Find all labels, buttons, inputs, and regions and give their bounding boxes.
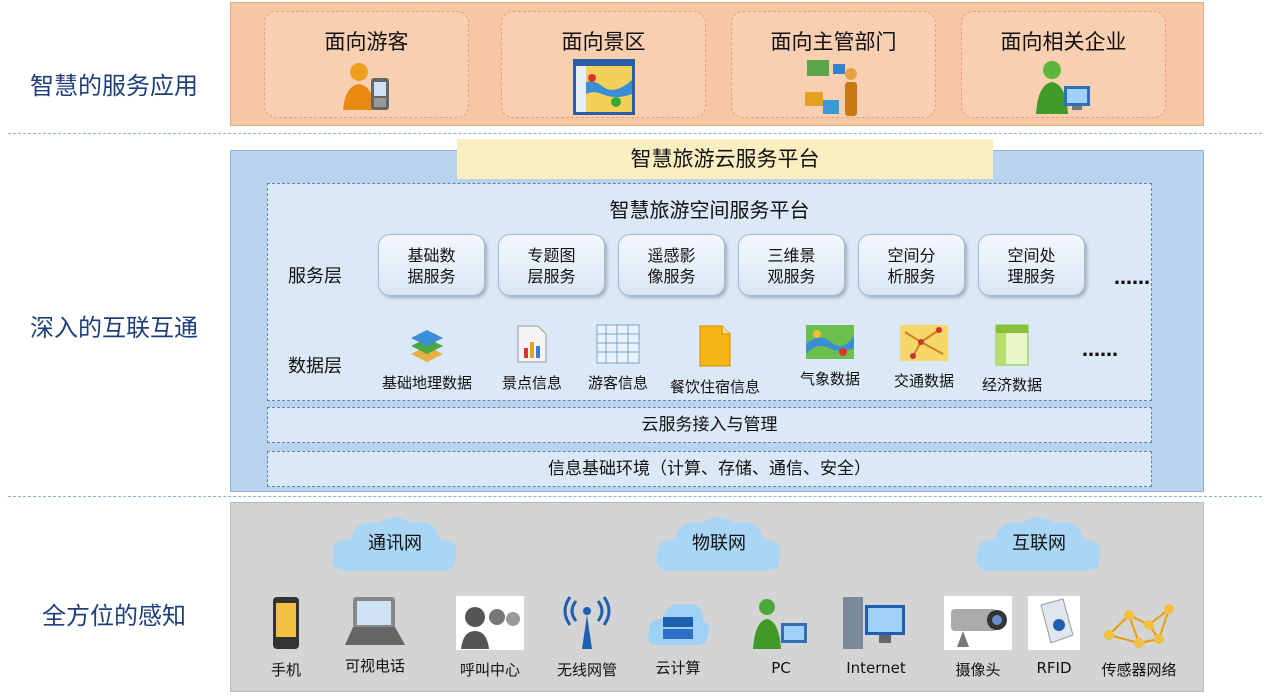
separator-bottom: [8, 496, 1262, 497]
call-center-icon: [455, 595, 525, 655]
service-layer-label: 服务层: [288, 266, 342, 287]
mobile-phone-icon: [271, 595, 301, 655]
data-item-scenic-spot: 景点信息: [502, 324, 562, 393]
row-title-service-application: 智慧的服务应用: [30, 72, 198, 100]
audience-label: 面向相关企业: [1000, 30, 1127, 54]
device-cloud-computing: 云计算: [645, 595, 711, 678]
audience-label: 面向游客: [324, 30, 409, 54]
data-item-economic: 经济数据: [982, 324, 1042, 395]
spatial-platform-title: 智慧旅游空间服务平台: [609, 198, 810, 222]
data-item-catering-lodging: 餐饮住宿信息: [670, 324, 760, 397]
infrastructure-environment: 信息基础环境（计算、存储、通信、安全）: [267, 451, 1152, 487]
audience-scenic-area: 面向景区: [501, 11, 706, 118]
service-spatial-analysis: 空间分析服务: [858, 234, 965, 296]
service-thematic-layer: 专题图层服务: [498, 234, 605, 296]
cloud-icon: [976, 517, 1101, 571]
device-internet: Internet: [841, 595, 911, 677]
interconnection-band: 智慧旅游云服务平台 智慧旅游空间服务平台 服务层 基础数据服务 专题图层服务 遥…: [230, 139, 1204, 492]
tourist-phone-icon: [339, 58, 395, 118]
network-map-icon: [894, 324, 954, 366]
device-camera: 摄像头: [943, 595, 1013, 680]
cloud-icon: [332, 517, 457, 571]
network-iot: 物联网: [651, 513, 787, 575]
separator-top: [8, 133, 1262, 134]
device-mobile: 手机: [271, 595, 301, 680]
network-internet: 互联网: [971, 513, 1107, 575]
device-rfid: RFID: [1027, 595, 1081, 677]
spatial-service-platform: 智慧旅游空间服务平台 服务层 基础数据服务 专题图层服务 遥感影像服务 三维景观…: [267, 183, 1152, 401]
audience-authority: 面向主管部门: [731, 11, 936, 118]
data-item-label: 游客信息: [588, 374, 649, 392]
weather-map-icon: [800, 324, 860, 364]
wireless-tower-icon: [557, 595, 617, 655]
data-item-label: 餐饮住宿信息: [670, 378, 761, 396]
scenic-map-icon: [572, 58, 636, 120]
cloud-service-platform-title: 智慧旅游云服务平台: [457, 139, 993, 179]
data-item-label: 经济数据: [982, 376, 1043, 394]
cloud-icon: [656, 517, 781, 571]
chart-document-icon: [502, 324, 562, 368]
service-application-band: 面向游客 面向景区 面向主管部门: [230, 2, 1204, 126]
data-item-weather: 气象数据: [800, 324, 860, 389]
network-label: 通讯网: [368, 533, 422, 554]
service-remote-sensing: 遥感影像服务: [618, 234, 725, 296]
layers-icon: [382, 324, 472, 368]
camera-icon: [943, 595, 1013, 655]
sensor-network-icon: [1099, 595, 1179, 655]
data-layer-label: 数据层: [288, 356, 342, 377]
device-call-center: 呼叫中心: [455, 595, 525, 680]
service-basic-data: 基础数据服务: [378, 234, 485, 296]
enterprise-user-icon: [1034, 58, 1094, 120]
data-item-basic-geo: 基础地理数据: [382, 324, 472, 393]
audience-label: 面向景区: [561, 30, 646, 54]
network-label: 物联网: [692, 533, 746, 554]
audience-tourist: 面向游客: [264, 11, 469, 118]
device-pc: PC: [751, 595, 811, 677]
document-icon: [670, 324, 760, 372]
internet-computer-icon: [841, 595, 911, 655]
device-sensor-network: 传感器网络: [1099, 595, 1179, 680]
device-wireless: 无线网管: [557, 595, 617, 680]
data-item-label: 景点信息: [502, 374, 563, 392]
audience-enterprise: 面向相关企业: [961, 11, 1166, 118]
row-title-perception: 全方位的感知: [42, 602, 186, 630]
authority-presenter-icon: [803, 58, 865, 122]
device-video-phone: 可视电话: [343, 595, 407, 676]
data-item-tourist: 游客信息: [588, 324, 648, 393]
data-item-label: 基础地理数据: [382, 374, 473, 392]
spreadsheet-icon: [982, 324, 1042, 370]
pc-user-icon: [751, 595, 811, 655]
rfid-tag-icon: [1027, 595, 1081, 655]
row-title-interconnection: 深入的互联互通: [30, 314, 198, 342]
network-label: 互联网: [1012, 533, 1066, 554]
cloud-access-management: 云服务接入与管理: [267, 407, 1152, 443]
data-more: ……: [1082, 340, 1118, 361]
video-phone-icon: [343, 595, 407, 651]
network-telecom: 通讯网: [327, 513, 463, 575]
audience-label: 面向主管部门: [770, 30, 897, 54]
data-item-traffic: 交通数据: [894, 324, 954, 391]
perception-band: 通讯网 物联网 互联网 手机 可视电话 呼叫中心 无线网管 云计算 PC Int…: [230, 502, 1204, 692]
table-icon: [588, 324, 648, 368]
cloud-server-icon: [645, 595, 711, 653]
data-item-label: 气象数据: [800, 370, 861, 388]
services-more: ……: [1114, 268, 1150, 289]
service-3d-landscape: 三维景观服务: [738, 234, 845, 296]
data-item-label: 交通数据: [894, 372, 955, 390]
service-spatial-processing: 空间处理服务: [978, 234, 1085, 296]
